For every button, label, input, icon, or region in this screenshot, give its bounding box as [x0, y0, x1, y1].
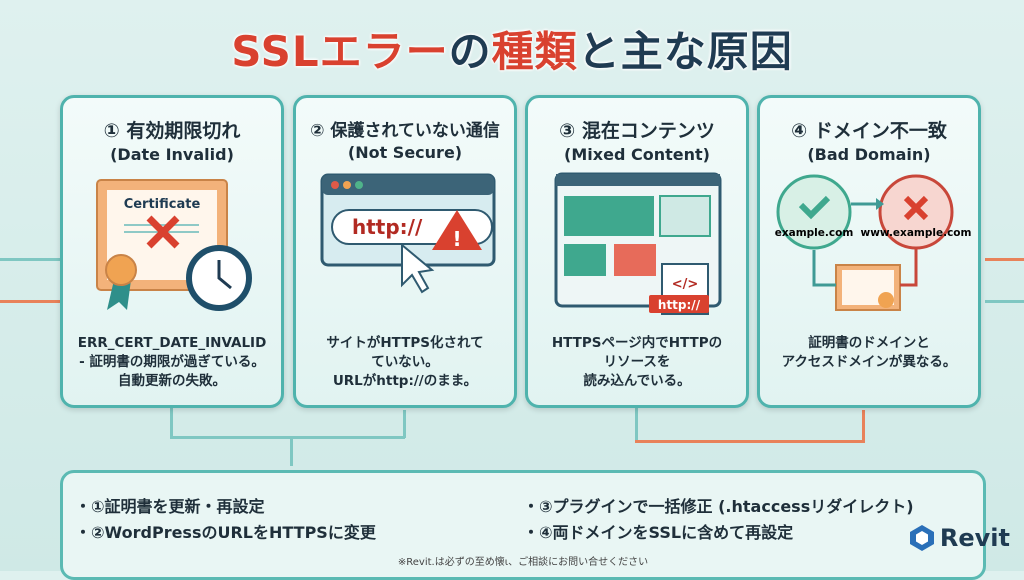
- desc-line: - 証明書の期限が過ぎている。: [79, 354, 265, 370]
- bg-line: [0, 258, 60, 261]
- page-title: SSLエラーの種類と主な原因: [0, 18, 1024, 79]
- card-description: サイトがHTTPS化されてていない。 URLがhttp://のまま。: [300, 334, 510, 391]
- bg-line: [985, 300, 1024, 303]
- connector-line: [290, 436, 293, 466]
- mixed-content-icon: </> http://: [554, 172, 722, 315]
- desc-line: ERR_CERT_DATE_INVALID: [77, 335, 267, 351]
- desc-line: URLがhttp://のまま。: [332, 373, 478, 389]
- connector-line: [635, 440, 865, 443]
- connector-line: [635, 408, 638, 442]
- bg-line: [0, 300, 60, 303]
- card-date-invalid: ① 有効期限切れ (Date Invalid) Certificate ERR_…: [60, 95, 284, 408]
- solutions-panel: ・①証明書を更新・再設定 ・②WordPressのURLをHTTPSに変更 ・③…: [60, 470, 986, 580]
- card-description: 証明書のドメインとアクセスドメインが異なる。: [764, 334, 974, 372]
- card-subtitle: (Date Invalid): [110, 145, 234, 164]
- card-not-secure: ② 保護されていない通信 (Not Secure) http:// ! サイトが…: [293, 95, 517, 408]
- hexagon-logo-icon: [909, 525, 934, 551]
- card-subtitle: (Not Secure): [347, 143, 463, 162]
- fix-item: ・②WordPressのURLをHTTPSに変更: [75, 523, 376, 542]
- card-title: ① 有効期限切れ: [103, 120, 241, 142]
- bg-line: [985, 258, 1024, 261]
- connector-line: [170, 436, 405, 439]
- card-subtitle: (Mixed Content): [564, 145, 710, 164]
- logo-text: Revit: [939, 524, 1010, 552]
- title-part: と主な原因: [577, 27, 793, 76]
- fix-item: ・①証明書を更新・再設定: [75, 497, 265, 516]
- domain-ok-label: example.com: [775, 227, 854, 239]
- desc-line: 自動更新の失敗。: [118, 373, 226, 389]
- connector-line: [170, 408, 173, 438]
- title-part: の: [448, 27, 492, 76]
- url-text: http://: [352, 215, 423, 239]
- domain-bad-label: www.example.com: [861, 227, 972, 239]
- desc-line: 証明書のドメインと: [808, 335, 930, 351]
- fix-item: ・④両ドメインをSSLに含めて再設定: [523, 523, 794, 542]
- card-title: ② 保護されていない通信: [310, 121, 500, 141]
- domain-mismatch-icon: example.com www.example.com: [775, 174, 972, 311]
- http-badge: http://: [658, 298, 701, 312]
- certificate-clock-icon: Certificate: [96, 179, 252, 311]
- desc-line: ていない。: [371, 354, 439, 370]
- desc-line: 読み込んでいる。: [583, 373, 691, 389]
- card-title: ③ 混在コンテンツ: [559, 120, 715, 142]
- card-description: HTTPSページ内でHTTPのリソースを読み込んでいる。: [532, 334, 742, 391]
- title-part: 種類: [491, 27, 578, 76]
- card-mixed-content: ③ 混在コンテンツ (Mixed Content) </> http:// HT…: [525, 95, 749, 408]
- certificate-label: Certificate: [124, 197, 201, 212]
- svg-text:!: !: [452, 227, 461, 251]
- revit-logo: Revit: [909, 524, 1010, 552]
- browser-warning-icon: http:// !: [320, 173, 496, 294]
- desc-line: サイトがHTTPS化されて: [326, 335, 484, 351]
- card-title: ④ ドメイン不一致: [791, 120, 947, 142]
- svg-text:</>: </>: [672, 277, 699, 292]
- desc-line: リソースを: [603, 354, 671, 370]
- footnote: ※Revit.は必ずの至め懐ι、ご相談にお問い合せください: [397, 557, 649, 568]
- card-description: ERR_CERT_DATE_INVALID - 証明書の期限が過ぎている。自動更新…: [67, 334, 277, 391]
- card-subtitle: (Bad Domain): [807, 145, 931, 164]
- card-bad-domain: ④ ドメイン不一致 (Bad Domain) example.com www.e…: [757, 95, 981, 408]
- connector-line: [403, 410, 406, 438]
- title-part: SSLエラー: [231, 27, 449, 76]
- connector-line: [862, 410, 865, 442]
- desc-line: HTTPSページ内でHTTPの: [551, 335, 723, 351]
- desc-line: アクセスドメインが異なる。: [781, 354, 957, 370]
- fix-item: ・③プラグインで一括修正 (.htaccessリダイレクト): [523, 497, 914, 516]
